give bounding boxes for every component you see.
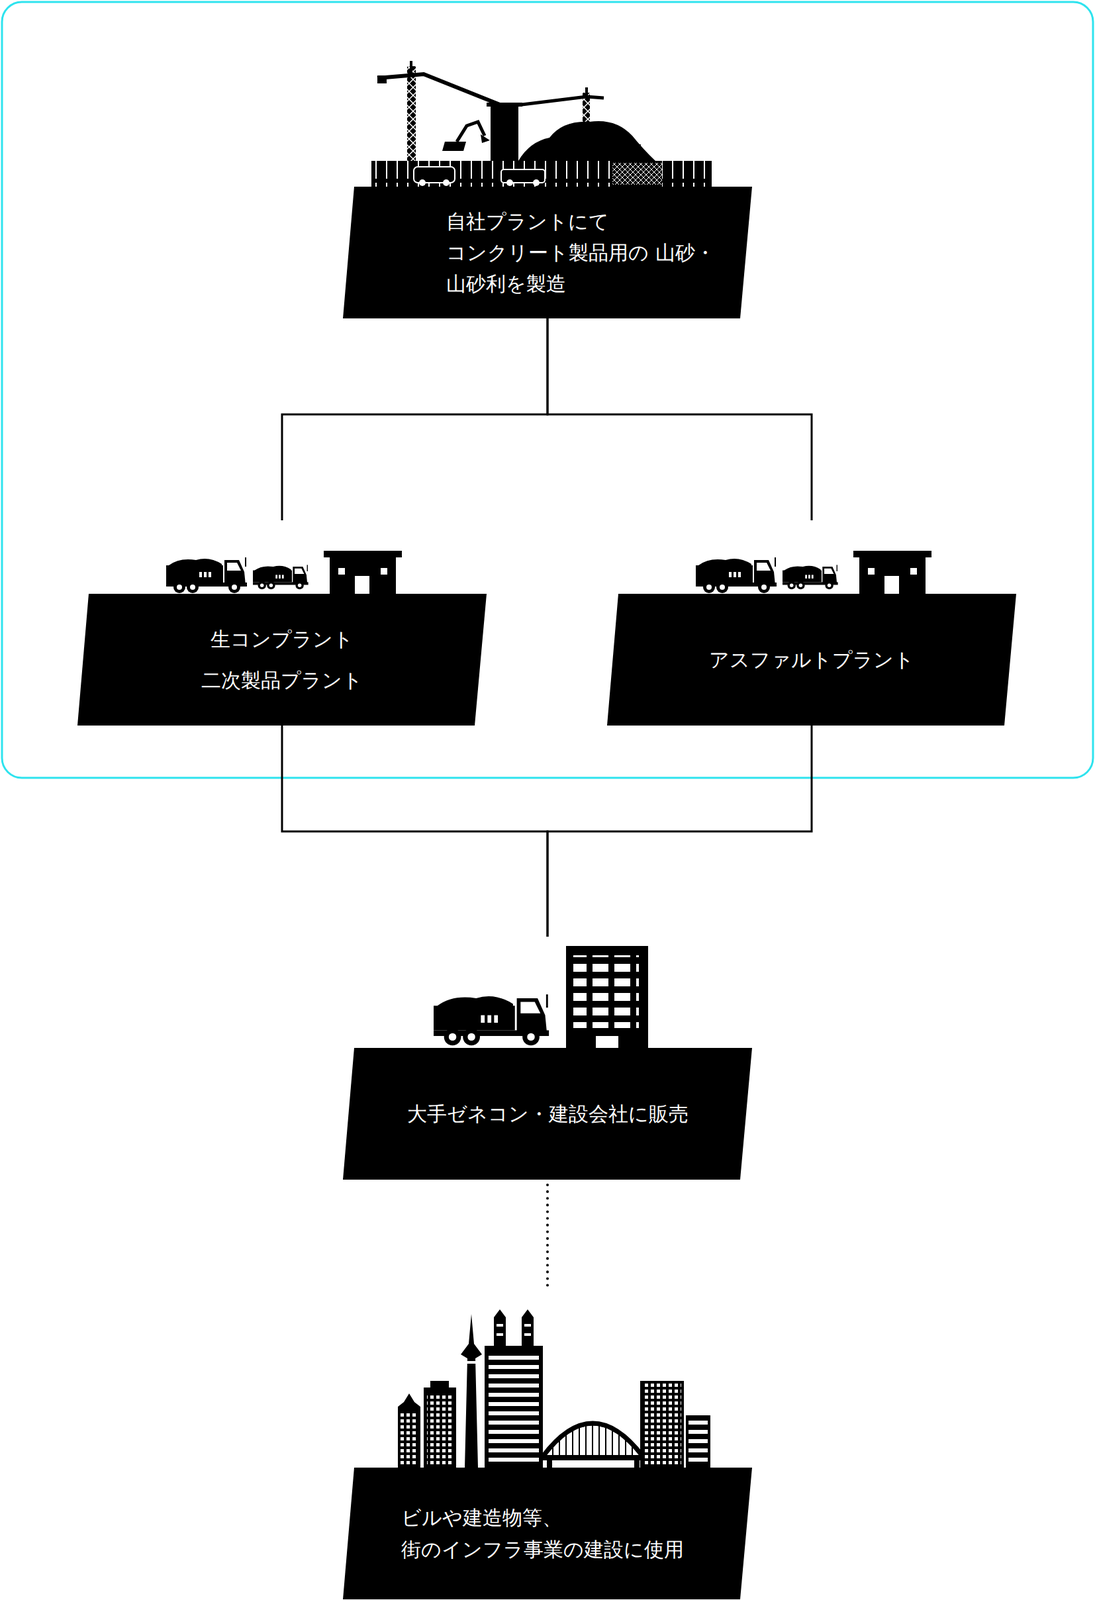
connector-line [282, 725, 548, 937]
box-label: 二次製品プラント [201, 667, 363, 694]
city-illustration [397, 1309, 711, 1468]
box-fill [607, 593, 1017, 726]
text-area: 生コンプラント二次製品プラント [103, 593, 461, 726]
process-box: ビルや建造物等、 街のインフラ事業の建設に使用 [342, 1290, 753, 1600]
process-box: 自社プラントにて コンクリート製品用の 山砂・山砂利を製造 [342, 59, 753, 319]
box-label: 生コンプラント [210, 626, 354, 653]
box-fill [342, 1047, 753, 1180]
box-fill [342, 1467, 753, 1600]
connector-line [547, 318, 812, 521]
sales-illustration [433, 946, 649, 1048]
box-shape [342, 1467, 753, 1600]
text-area: ビルや建造物等、 街のインフラ事業の建設に使用 [401, 1467, 719, 1600]
connector-line [546, 1185, 549, 1291]
box-label: ビルや建造物等、 街のインフラ事業の建設に使用 [401, 1502, 719, 1566]
connector-line [547, 725, 812, 937]
process-box: アスファルトプラント [607, 520, 1017, 726]
box-label: 自社プラントにて コンクリート製品用の 山砂・山砂利を製造 [446, 205, 738, 300]
process-box: 大手ゼネコン・建設会社に販売 [342, 936, 753, 1180]
box-label: 大手ゼネコン・建設会社に販売 [407, 1100, 689, 1128]
box-fill [77, 593, 487, 726]
text-area: 自社プラントにて コンクリート製品用の 山砂・山砂利を製造 [446, 186, 738, 319]
process-box: 生コンプラント二次製品プラント [77, 520, 487, 726]
plant-illustration [371, 60, 712, 187]
text-area: アスファルトプラント [633, 593, 990, 726]
connector-line [282, 318, 548, 521]
box-shape [77, 593, 487, 726]
group-frame [1, 1, 1094, 778]
box-label: アスファルトプラント [709, 646, 915, 674]
box-fill [342, 186, 753, 319]
text-area: 大手ゼネコン・建設会社に販売 [369, 1047, 726, 1180]
plant-trucks-illustration [166, 550, 932, 594]
